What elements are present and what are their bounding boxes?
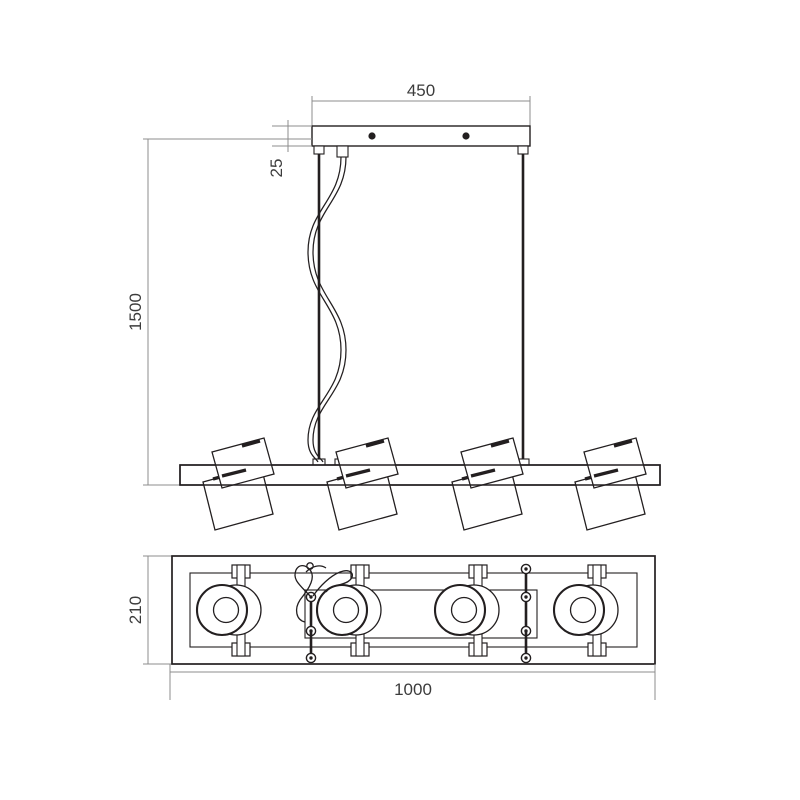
dimension-label-1500: 1500 — [126, 293, 145, 331]
dimension-fixture-length: 1000 — [169, 664, 656, 700]
plan-lamp-2[interactable] — [315, 583, 383, 637]
plan-lamp-1[interactable] — [195, 583, 263, 637]
plan-lamp-3[interactable] — [433, 583, 501, 637]
plan-lamp-4[interactable] — [552, 583, 620, 637]
dimension-suspension-drop: 1500 — [126, 138, 312, 486]
dimension-label-450: 450 — [407, 81, 435, 100]
canopy-mount-dot — [368, 132, 376, 140]
canopy-mount-dot — [462, 132, 470, 140]
fixture-bar-outline — [179, 464, 661, 486]
plan-view — [171, 555, 656, 665]
dimension-label-1000: 1000 — [394, 680, 432, 699]
plan-bolt-pair-left — [305, 591, 317, 664]
ceiling-canopy — [311, 125, 531, 147]
dimension-canopy-height: 25 — [267, 120, 312, 177]
plan-bolt-pair-right — [520, 563, 532, 664]
dimension-label-210: 210 — [126, 596, 145, 624]
wiring-squiggle — [294, 562, 354, 623]
dimension-label-25: 25 — [267, 159, 286, 178]
dimension-fixture-depth: 210 — [126, 555, 172, 665]
dimension-canopy-width: 450 — [311, 81, 531, 130]
